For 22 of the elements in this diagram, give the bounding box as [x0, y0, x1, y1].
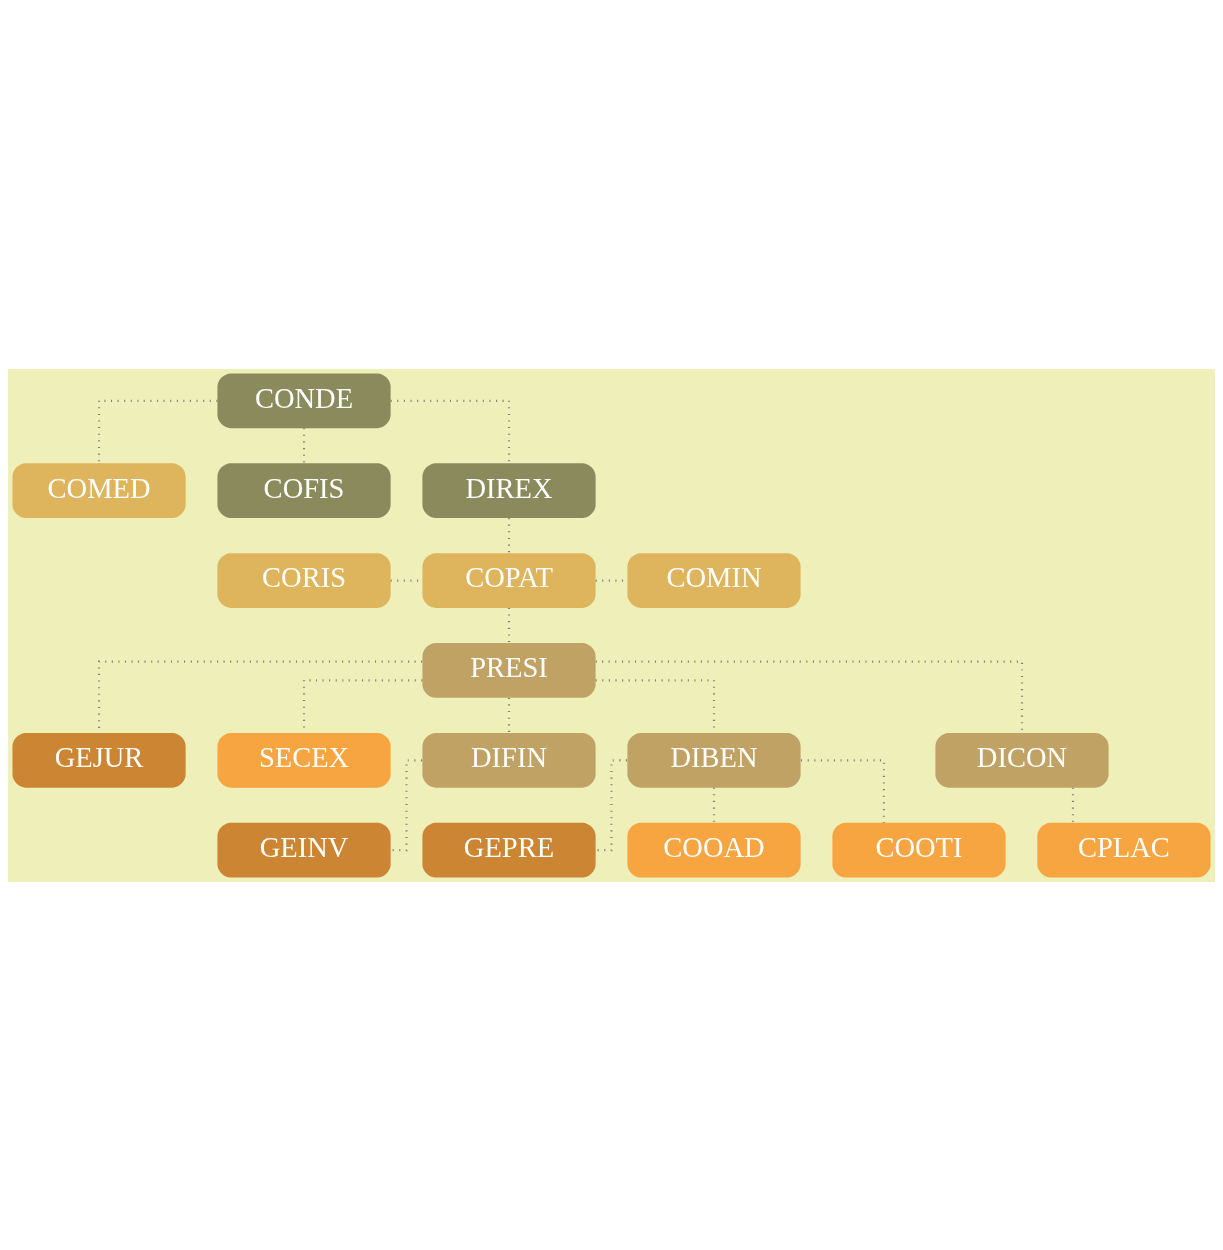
node-box: CORIS [217, 552, 391, 608]
node-box: DIBEN [627, 732, 801, 788]
node-box: SECEX [217, 732, 391, 788]
node-box: DIREX [422, 462, 596, 518]
node-box: COMED [12, 462, 186, 518]
connector [595, 660, 1024, 733]
node-box: PRESI [422, 642, 596, 698]
node-box: COFIS [217, 462, 391, 518]
node-box: COPAT [422, 552, 596, 608]
connector [390, 399, 511, 463]
node-box: DIFIN [422, 732, 596, 788]
node-box: COOTI [832, 822, 1006, 878]
node-box: GEINV [217, 822, 391, 878]
node-box: COOAD [627, 822, 801, 878]
node-box: CONDE [217, 372, 391, 428]
node-box: COMIN [627, 552, 801, 608]
node-box: GEPRE [422, 822, 596, 878]
node-box: CPLAC [1037, 822, 1211, 878]
connector [800, 758, 885, 823]
node-box: DICON [935, 732, 1109, 788]
connector [97, 399, 218, 463]
node-box: GEJUR [12, 732, 186, 788]
